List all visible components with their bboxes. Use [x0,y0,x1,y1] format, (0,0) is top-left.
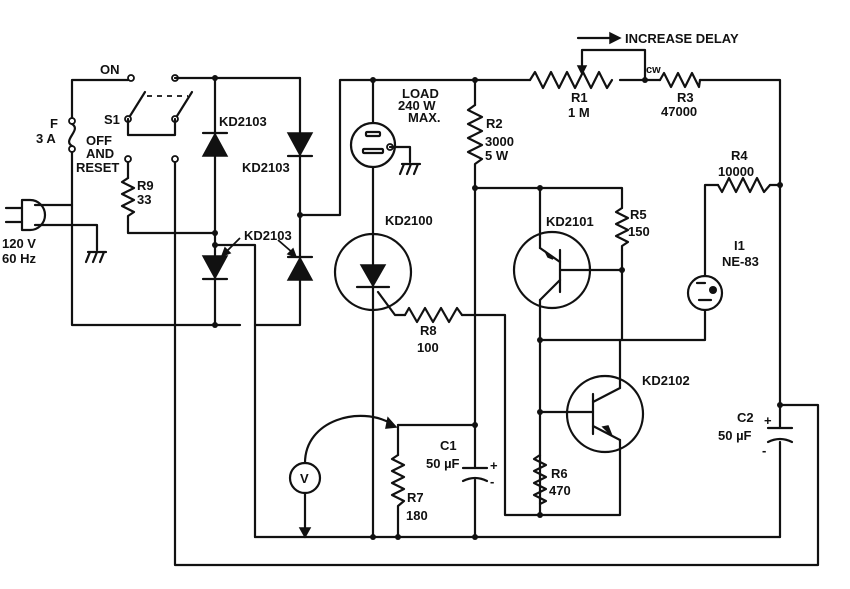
labels: INCREASE DELAY ON S1 F 3 A OFF AND RESET… [2,31,772,523]
label-r8-value: 100 [417,340,439,355]
label-r5: R5 [630,207,647,222]
label-r6-value: 470 [549,483,571,498]
label-fuse-rating: 3 A [36,131,56,146]
label-i1: I1 [734,238,745,253]
label-kd2101: KD2101 [546,214,594,229]
label-kd2103-a: KD2103 [219,114,267,129]
label-r2-power: 5 W [485,148,509,163]
scr-kd2103-bottom-right [277,239,314,281]
label-r2: R2 [486,116,503,131]
ground-icon [84,250,108,264]
label-r1-value: 1 M [568,105,590,120]
label-load: LOAD [402,86,439,101]
label-cw: cw [646,64,661,76]
wires [33,48,820,567]
label-c1: C1 [440,438,457,453]
scr-kd2103-bottom-left [201,237,241,281]
label-r6: R6 [551,466,568,481]
load-lamp-icon [349,121,397,169]
label-c2-minus: - [762,443,766,458]
label-c1-value: 50 µF [426,456,460,471]
label-r3-value: 47000 [661,104,697,119]
label-r3: R3 [677,90,694,105]
potentiometer-r1 [528,65,614,90]
label-supply-frequency: 60 Hz [2,251,36,266]
switch-s1 [124,74,194,163]
label-supply-voltage: 120 V [2,236,36,251]
resistor-r6 [532,453,548,506]
label-kd2103-c: KD2103 [244,228,292,243]
resistor-r3 [658,71,702,89]
label-fuse-f: F [50,116,58,131]
resistor-r2 [466,103,484,167]
label-r5-value: 150 [628,224,650,239]
label-r4-value: 10000 [718,164,754,179]
label-kd2102: KD2102 [642,373,690,388]
diode-kd2103-top-left [201,131,229,157]
diode-kd2103-top-right [286,132,314,158]
label-meter: V [300,471,309,486]
label-load-max: MAX. [408,110,441,125]
label-off: OFF [86,133,112,148]
label-c2-plus: + [764,413,772,428]
label-r7-value: 180 [406,508,428,523]
label-and: AND [86,146,114,161]
resistor-r5 [614,206,630,252]
arrow-right-icon [576,31,622,45]
label-kd2103-b: KD2103 [242,160,290,175]
label-c2: C2 [737,410,754,425]
label-load-power: 240 W [398,98,436,113]
transistor-kd2102 [565,374,645,454]
label-increase-delay: INCREASE DELAY [625,31,739,46]
neon-lamp-icon [686,274,724,312]
voltmeter-icon [288,416,398,539]
label-reset: RESET [76,160,119,175]
fuse-icon [68,117,76,153]
label-r4: R4 [731,148,748,163]
resistor-r9 [120,176,136,224]
scr-kd2100 [333,232,413,312]
label-r8: R8 [420,323,437,338]
label-on: ON [100,62,120,77]
resistor-r8 [403,306,464,324]
label-c2-value: 50 µF [718,428,752,443]
resistor-r7 [390,453,406,514]
capacitor-c1 [461,466,489,483]
label-r1: R1 [571,90,588,105]
label-c1-minus: - [490,474,494,489]
resistor-r4 [716,176,772,194]
label-r7: R7 [407,490,424,505]
label-c1-plus: + [490,458,498,473]
power-plug-icon [4,198,47,232]
label-r2-value: 3000 [485,134,514,149]
transistor-kd2101 [512,230,592,310]
label-r9: R9 [137,178,154,193]
label-kd2100: KD2100 [385,213,433,228]
label-r9-value: 33 [137,192,151,207]
label-s1: S1 [104,112,120,127]
label-i1-value: NE-83 [722,254,759,269]
capacitor-c2 [766,426,794,444]
junction-dots [212,75,783,540]
ground-icon [398,162,422,176]
